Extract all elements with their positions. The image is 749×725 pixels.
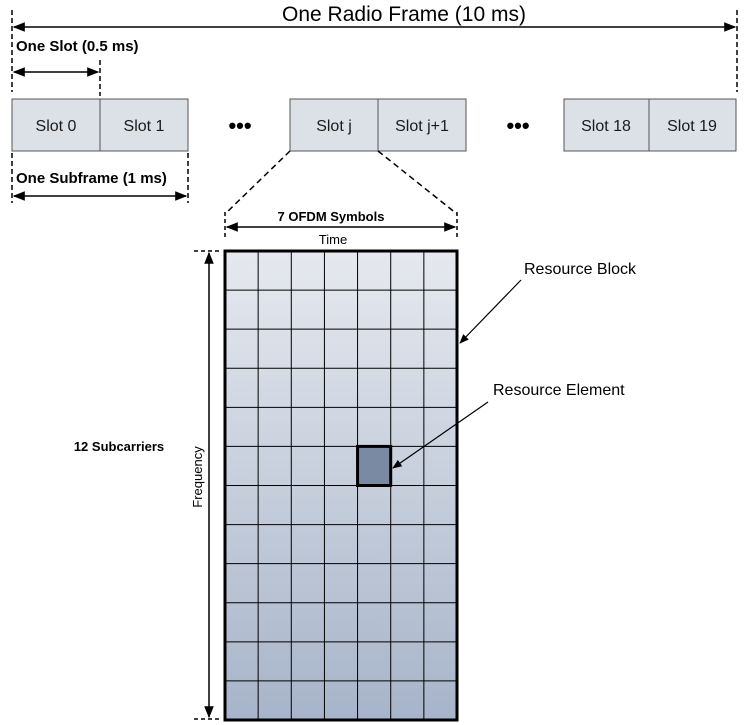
resource-block-grid — [223, 249, 459, 722]
resource-block-label: Resource Block — [524, 261, 637, 278]
grid-lines — [225, 251, 457, 720]
slot-box-j1: Slot j+1 — [377, 98, 467, 152]
slot-box-1: Slot 1 — [99, 98, 189, 152]
slot-label: Slot j+1 — [395, 118, 449, 135]
slot-box-j: Slot j — [289, 98, 379, 152]
subframe-span: One Subframe (1 ms) — [11, 153, 189, 203]
resource-element-cell — [356, 444, 393, 487]
slot-row: Slot 0 Slot 1 ••• Slot j Slot j+1 ••• Sl… — [11, 98, 737, 152]
ellipsis-1: ••• — [228, 113, 251, 138]
frame-title: One Radio Frame (10 ms) — [282, 3, 526, 26]
slot-box-18: Slot 18 — [563, 98, 650, 152]
slot-label: Slot 1 — [124, 118, 165, 135]
resource-block-border — [223, 249, 459, 722]
zoom-line-right — [377, 150, 458, 215]
ellipsis-2: ••• — [506, 113, 529, 138]
ofdm-symbols-label: 7 OFDM Symbols — [278, 209, 385, 224]
slot-span: One Slot (0.5 ms) — [12, 38, 139, 96]
slot-box-0: Slot 0 — [11, 98, 101, 152]
slot-label: Slot 19 — [667, 118, 717, 135]
resource-block-pointer — [459, 279, 522, 344]
resource-element-label: Resource Element — [493, 382, 625, 399]
slot-label: Slot 0 — [36, 118, 77, 135]
slot-span-label: One Slot (0.5 ms) — [16, 38, 139, 55]
time-label: Time — [319, 232, 347, 247]
resource-element-pointer — [392, 401, 489, 469]
radio-frame-span: One Radio Frame (10 ms) — [11, 3, 738, 92]
subframe-span-label: One Subframe (1 ms) — [16, 170, 167, 187]
zoom-line-left — [224, 150, 291, 215]
subcarriers-label: 12 Subcarriers — [74, 439, 164, 454]
slot-label: Slot j — [316, 118, 352, 135]
slot-box-19: Slot 19 — [648, 98, 737, 152]
slot-label: Slot 18 — [581, 118, 631, 135]
frequency-label: Frequency — [190, 446, 205, 508]
